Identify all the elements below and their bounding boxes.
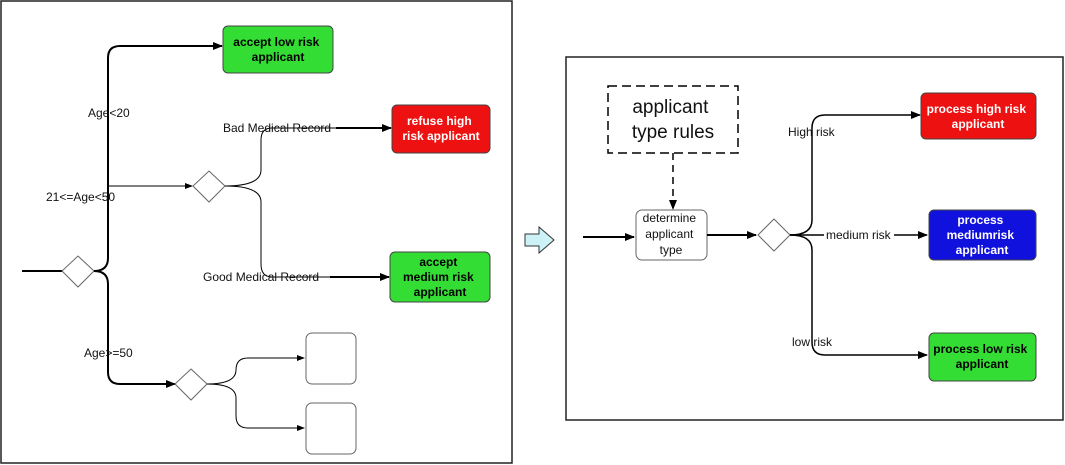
label-medium-risk: medium risk <box>826 228 892 242</box>
svg-text:process mediumrisk: process mediumrisk applicant <box>947 213 1018 257</box>
svg-text:refuse high risk appli: refuse high risk applicant <box>402 114 479 143</box>
accept-medium-line-1: accept <box>419 255 457 269</box>
bad-medical-connector <box>224 127 336 187</box>
label-age-ge-50: Age>=50 <box>84 346 133 360</box>
good-medical-connector <box>224 185 330 278</box>
empty-task-1-flow <box>206 355 305 385</box>
process-medium-line-2: mediumrisk <box>947 228 1015 242</box>
determine-line-2: applicant <box>645 227 694 241</box>
age-ge-50-gateway <box>174 368 208 401</box>
process-medium-line-3: applicant <box>956 243 1009 257</box>
accept-medium-risk-box: accept medium risk applicant <box>389 251 491 303</box>
empty-task-2 <box>305 402 357 455</box>
low-risk-flow <box>789 234 928 359</box>
svg-text:accept medium risk: accept medium risk applicant <box>403 255 477 299</box>
rules-line-2: type rules <box>632 122 714 143</box>
accept-low-risk-box: accept low risk applicant <box>222 25 334 74</box>
risk-decision-gateway <box>757 218 791 252</box>
process-high-risk-box: process high risk applicant <box>920 92 1037 140</box>
label-high-risk: High risk <box>788 125 836 139</box>
rules-line-1: applicant <box>632 97 709 118</box>
high-risk-flow <box>789 111 921 236</box>
left-panel-frame <box>0 0 513 464</box>
svg-text:applicant type rules: applicant type rules <box>632 97 714 143</box>
refuse-high-line-1: refuse high <box>407 114 472 128</box>
process-low-line-1: process low risk <box>933 342 1027 356</box>
label-low-risk: low risk <box>792 335 833 349</box>
process-low-line-2: applicant <box>956 357 1009 371</box>
process-low-risk-box: process low risk applicant <box>928 332 1037 382</box>
determine-line-3: type <box>660 243 683 257</box>
svg-text:process high risk appl: process high risk applicant <box>927 102 1030 131</box>
medical-decision-gateway <box>192 170 226 203</box>
label-bad-medical: Bad Medical Record <box>223 121 331 135</box>
determine-applicant-type-task: determine applicant type <box>635 209 708 261</box>
applicant-type-rules-box <box>607 85 739 154</box>
age-ge-50-flow <box>93 270 176 388</box>
right-panel: applicant type rules determine applicant… <box>565 56 1064 421</box>
label-age-lt-20: Age<20 <box>88 106 130 120</box>
accept-medium-line-3: applicant <box>414 285 467 299</box>
accept-low-line-1: accept low risk <box>233 35 319 49</box>
age-decision-gateway <box>61 255 95 288</box>
determine-line-1: determine <box>643 211 697 225</box>
empty-task-2-flow <box>206 383 305 431</box>
label-good-medical: Good Medical Record <box>203 270 319 284</box>
process-high-line-2: applicant <box>952 117 1005 131</box>
left-panel: Age<20 21<=Age<50 Age>=50 Bad Medical Re… <box>0 0 513 464</box>
refuse-high-risk-box: refuse high risk applicant <box>391 104 491 154</box>
accept-medium-line-2: medium risk <box>403 270 474 284</box>
svg-text:process low risk appli: process low risk applicant <box>933 342 1030 371</box>
process-high-line-1: process high risk <box>927 102 1027 116</box>
age-lt-20-flow <box>93 42 223 272</box>
empty-task-1 <box>305 332 357 385</box>
svg-text:determine applicant: determine applicant type <box>643 211 700 257</box>
process-medium-line-1: process <box>957 213 1003 227</box>
label-age-21-50: 21<=Age<50 <box>46 190 115 204</box>
accept-low-line-2: applicant <box>252 50 305 64</box>
medium-risk-label-bg <box>824 228 894 242</box>
refuse-high-line-2: risk applicant <box>402 129 479 143</box>
process-medium-risk-box: process mediumrisk applicant <box>928 209 1037 261</box>
transform-arrow-icon <box>524 225 555 255</box>
svg-text:accept low risk applic: accept low risk applicant <box>233 35 322 64</box>
